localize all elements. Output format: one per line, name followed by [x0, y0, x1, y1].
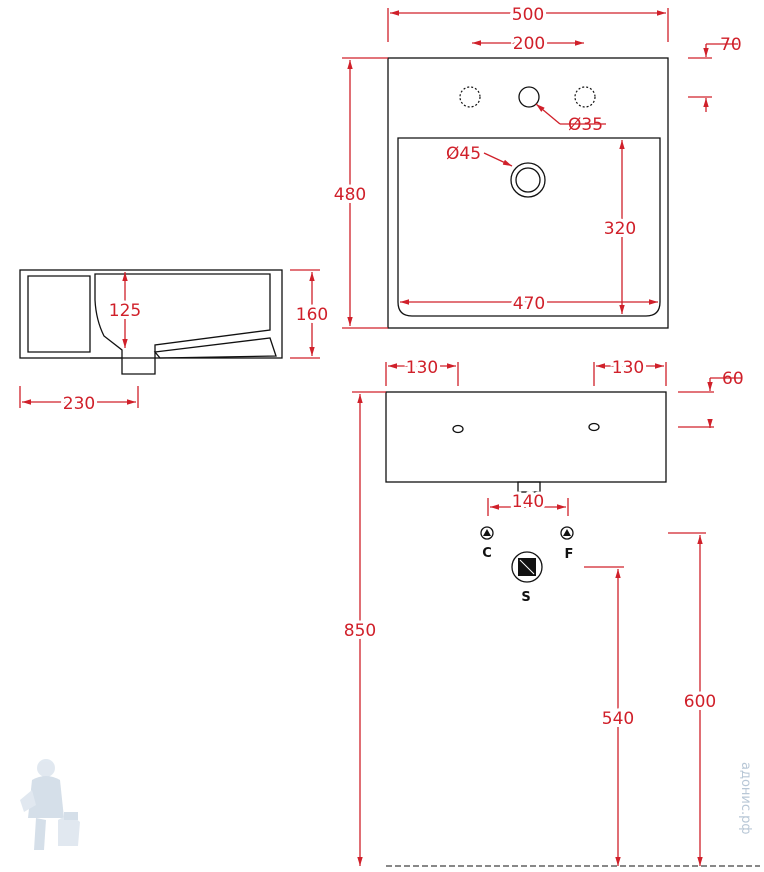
wall-fixing-hole-left — [452, 424, 464, 434]
front-view — [385, 391, 667, 493]
dim-500: 500 — [512, 5, 544, 25]
dim-470: 470 — [513, 294, 545, 314]
side-inner-wall — [27, 275, 91, 353]
dim-480: 480 — [334, 185, 366, 205]
dim-tap-hole: Ø35 — [568, 115, 603, 135]
cold-water-arrow-icon — [483, 529, 491, 536]
dim-850: 850 — [344, 621, 376, 641]
side-basin-profile — [94, 273, 271, 375]
front-view-dimensions: 130 130 60 140 — [385, 355, 744, 516]
dim-320: 320 — [604, 219, 636, 239]
dim-140: 140 — [512, 492, 544, 512]
label-waste: S — [521, 590, 530, 605]
dim-600: 600 — [684, 692, 716, 712]
hot-water-arrow-icon — [563, 529, 571, 536]
drain-inner — [515, 167, 541, 193]
dim-160: 160 — [296, 305, 328, 325]
front-view-outline — [385, 391, 667, 483]
waste-symbol — [511, 551, 543, 583]
tap-hole-left — [459, 86, 481, 108]
tap-hole-center — [518, 86, 540, 108]
top-view-dimensions: 500 200 70 Ø35 Ø45 480 320 470 — [331, 2, 742, 329]
height-dimensions: 850 540 600 — [341, 391, 760, 867]
connections: C F S — [480, 526, 574, 605]
hot-water-symbol — [560, 526, 574, 540]
top-view — [387, 57, 669, 329]
drain-outer — [510, 162, 546, 198]
side-view-dimensions: 125 160 230 — [19, 269, 331, 417]
dim-200: 200 — [513, 34, 545, 54]
dim-60: 60 — [722, 369, 744, 389]
label-hot: F — [565, 547, 574, 562]
side-view-outline — [19, 269, 283, 359]
watermark-plumber-logo — [20, 759, 80, 850]
label-cold: C — [482, 546, 492, 561]
dim-125: 125 — [109, 301, 141, 321]
side-basin-floor — [153, 337, 277, 359]
dim-130-right: 130 — [612, 358, 644, 378]
basin-outline — [397, 137, 661, 317]
front-drain-outlet — [517, 481, 541, 493]
watermark-text: адонис.рф — [738, 762, 753, 835]
wall-fixing-hole-right — [588, 422, 600, 432]
leader-tap-hole — [535, 103, 561, 125]
dim-230: 230 — [63, 394, 95, 414]
top-view-outline — [387, 57, 669, 329]
dim-540: 540 — [602, 709, 634, 729]
side-view — [19, 269, 283, 375]
tap-hole-right — [574, 86, 596, 108]
leader-drain — [483, 152, 513, 167]
dim-130-left: 130 — [406, 358, 438, 378]
cold-water-symbol — [480, 526, 494, 540]
dim-70: 70 — [720, 35, 742, 55]
dim-drain-hole: Ø45 — [446, 144, 481, 164]
